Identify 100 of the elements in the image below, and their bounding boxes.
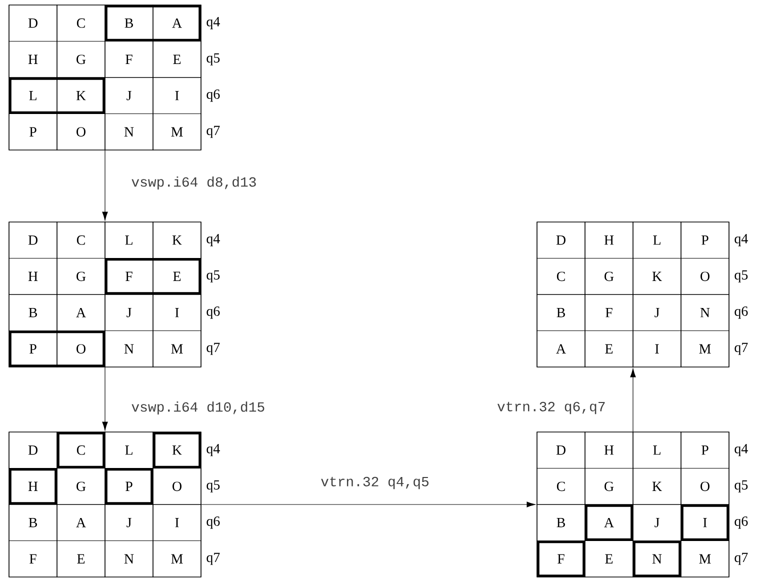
letter-cell: C (56, 432, 106, 469)
register-label: q6 (206, 90, 220, 102)
letter-cell: P (680, 432, 730, 469)
letter-cell: F (8, 540, 58, 578)
letter-cell: C (56, 4, 106, 42)
letter-cell: B (536, 504, 586, 542)
letter-cell: D (8, 432, 58, 469)
register-label: q7 (206, 342, 220, 355)
letter-cell: M (152, 330, 202, 368)
letter-cell: A (56, 294, 106, 332)
letter-cell: L (104, 432, 154, 469)
letter-cell: N (104, 113, 154, 150)
letter-cell: J (104, 294, 154, 332)
letter-cell: B (104, 4, 154, 42)
letter-cell: H (8, 40, 58, 78)
letter-cell: K (56, 77, 106, 114)
letter-cell: D (536, 222, 586, 259)
arrow (201, 502, 536, 508)
letter-cell: I (632, 330, 682, 368)
letter-cell: O (56, 330, 106, 368)
edge-label: vtrn.32 q6,q7 (496, 400, 607, 416)
letter-cell: J (632, 294, 682, 332)
letter-cell: O (152, 468, 202, 505)
letter-cell: M (152, 113, 202, 150)
letter-cell: K (632, 468, 682, 505)
highlight-box (9, 330, 105, 367)
letter-cell: G (56, 40, 106, 78)
register-label: q6 (206, 516, 220, 529)
letter-cell: C (56, 222, 106, 259)
letter-cell: L (104, 222, 154, 259)
letter-cell: N (104, 330, 154, 368)
edge-label: vswp.i64 d10,d15 (130, 400, 266, 416)
letter-cell: I (680, 504, 730, 542)
letter-cell: K (152, 222, 202, 259)
letter-cell: J (632, 504, 682, 542)
letter-cell: L (632, 432, 682, 469)
register-label: q5 (206, 480, 220, 492)
letter-cell: M (152, 540, 202, 578)
register-label: q4 (206, 444, 220, 456)
letter-cell: E (56, 540, 106, 578)
letter-cell: P (680, 222, 730, 259)
register-label: q5 (206, 270, 220, 282)
letter-cell: H (8, 258, 58, 295)
register-label: q5 (734, 480, 748, 492)
register-label: q4 (734, 444, 748, 456)
letter-cell: D (8, 4, 58, 42)
letter-cell: F (584, 294, 634, 332)
letter-cell: D (536, 432, 586, 469)
letter-cell: E (584, 540, 634, 578)
letter-cell: J (104, 77, 154, 114)
letter-cell: A (536, 330, 586, 368)
register-label: q7 (734, 342, 748, 355)
letter-cell: O (680, 258, 730, 295)
letter-cell: B (8, 504, 58, 542)
letter-cell: B (536, 294, 586, 332)
letter-cell: F (104, 40, 154, 78)
highlight-box (9, 78, 105, 114)
letter-cell: P (8, 330, 58, 368)
letter-cell: C (536, 468, 586, 505)
letter-cell: L (632, 222, 682, 259)
letter-cell: M (680, 540, 730, 578)
letter-cell: D (8, 222, 58, 259)
letter-cell: O (56, 113, 106, 150)
letter-cell: A (56, 504, 106, 542)
letter-cell: F (104, 258, 154, 295)
letter-cell: I (152, 504, 202, 542)
letter-cell: G (584, 468, 634, 505)
letter-cell: N (680, 294, 730, 332)
letter-cell: P (104, 468, 154, 505)
arrow (102, 367, 108, 430)
letter-cell: A (152, 4, 202, 42)
letter-cell: E (152, 40, 202, 78)
arrow (630, 368, 636, 432)
edge-label: vtrn.32 q4,q5 (320, 476, 430, 490)
letter-cell: F (536, 540, 586, 578)
letter-cell: O (680, 468, 730, 505)
letter-cell: I (152, 77, 202, 114)
letter-cell: H (8, 468, 58, 505)
register-label: q6 (206, 306, 220, 319)
letter-cell: I (152, 294, 202, 332)
register-label: q7 (206, 552, 220, 565)
register-label: q7 (206, 126, 220, 138)
letter-cell: P (8, 113, 58, 150)
highlight-box (105, 5, 201, 42)
letter-cell: J (104, 504, 154, 542)
register-label: q6 (734, 516, 748, 529)
highlight-box (105, 258, 201, 294)
letter-cell: H (584, 432, 634, 469)
letter-cell: E (584, 330, 634, 368)
register-label: q6 (734, 306, 748, 319)
letter-cell: K (632, 258, 682, 295)
edge-label: vswp.i64 d8,d13 (130, 176, 258, 190)
letter-cell: G (56, 258, 106, 295)
register-label: q5 (734, 270, 748, 282)
register-label: q4 (206, 17, 220, 30)
register-label: q5 (206, 53, 220, 66)
letter-cell: G (584, 258, 634, 295)
letter-cell: A (584, 504, 634, 542)
register-label: q4 (206, 234, 220, 246)
letter-cell: E (152, 258, 202, 295)
